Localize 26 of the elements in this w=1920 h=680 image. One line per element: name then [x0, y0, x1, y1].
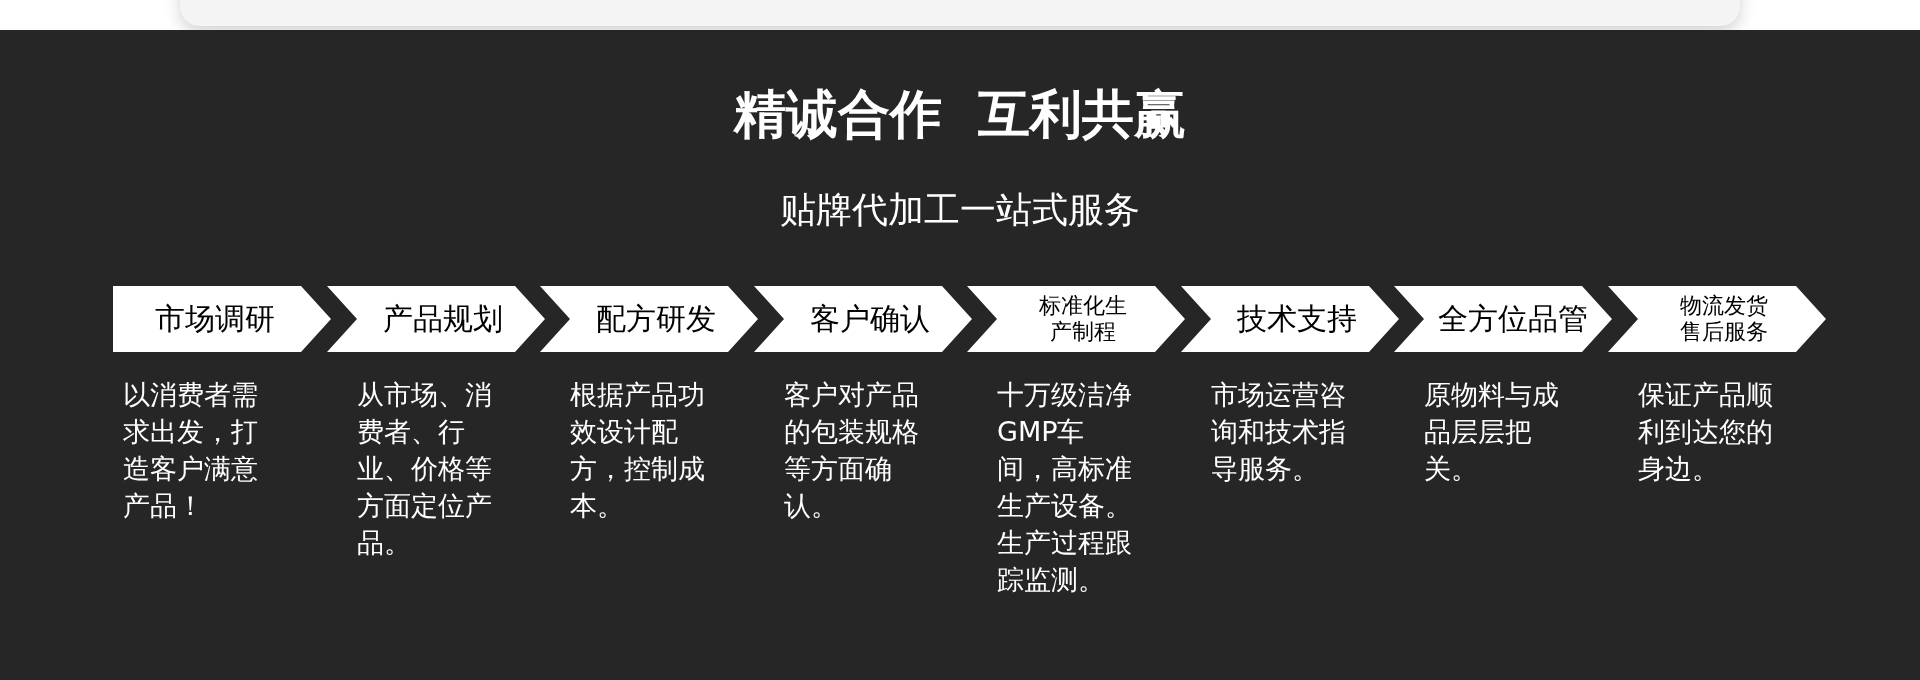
step-description: 根据产品功效设计配方，控制成本。: [570, 378, 706, 523]
step-label: 产品规划: [382, 301, 503, 337]
step-label: 配方研发: [596, 301, 716, 337]
chevron-step: [1607, 286, 1826, 352]
step-label: 标准化生产制程: [1038, 293, 1128, 345]
step-description: 原物料与成品层层把关。: [1424, 378, 1560, 486]
title: 精诚合作 互利共赢: [733, 88, 1187, 140]
chevron-step: [113, 286, 331, 352]
step-label: 客户确认: [809, 301, 930, 337]
step-description: 保证产品顺利到达您的身边。: [1637, 378, 1774, 486]
chevron-step: [326, 286, 545, 352]
step-label: 市场调研: [155, 301, 275, 337]
chevron-step: [1394, 286, 1612, 352]
subtitle: 贴牌代加工一站式服务: [780, 192, 1140, 228]
step-description: 从市场、消费者、行业、价格等方面定位产品。: [356, 378, 493, 560]
chevron-step: [1180, 286, 1399, 352]
chevron-step: [753, 286, 972, 352]
step-label: 全方位品管: [1438, 301, 1588, 337]
chevron-step: [540, 286, 758, 352]
step-label: 技术支持: [1236, 301, 1357, 337]
step-description: 以消费者需求出发，打造客户满意产品！: [123, 378, 259, 523]
chevron-step: [967, 286, 1185, 352]
step-label: 物流发货售后服务: [1678, 293, 1769, 345]
step-description: 市场运营咨询和技术指导服务。: [1210, 378, 1347, 486]
step-description: 客户对产品的包装规格等方面确认。: [783, 378, 920, 523]
step-description: 十万级洁净GMP车间，高标准生产设备。生产过程跟踪监测。: [997, 378, 1133, 597]
